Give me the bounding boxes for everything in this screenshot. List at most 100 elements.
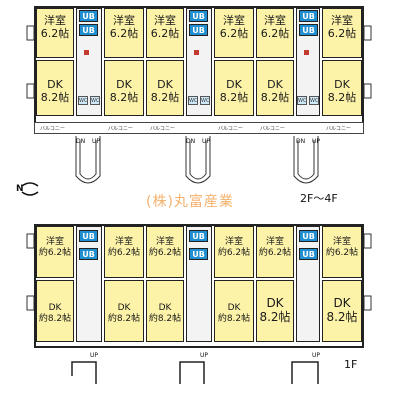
bath-box: UB <box>299 10 318 22</box>
bath-box: UB <box>79 230 98 242</box>
upper-balcony-strip <box>34 122 364 134</box>
room-size: 約6.2帖 <box>217 248 251 258</box>
dk-label: DK <box>48 303 62 313</box>
room-size: 約6.2帖 <box>38 248 72 258</box>
entrance-up-label: UP <box>90 352 99 359</box>
bath-box: UB <box>189 10 208 22</box>
room-label: 洋室 <box>265 237 284 247</box>
wc-box: WC <box>90 96 100 105</box>
bath-box: UB <box>189 230 208 242</box>
balcony-label: バルコニー <box>326 126 351 132</box>
dk-label: DK <box>47 78 63 91</box>
room-label: 洋室 <box>224 237 243 247</box>
lower-core-2 <box>186 226 212 342</box>
upper-floor-plan: 洋室 6.2帖 洋室 6.2帖 洋室 6.2帖 洋室 6.2帖 洋室 6.2帖 … <box>0 0 400 205</box>
lower-dk-3: DK 約8.2帖 <box>146 280 184 342</box>
wc-box: WC <box>297 96 307 105</box>
dk-size: 約8.2帖 <box>107 314 141 324</box>
lower-room-5: 洋室 約6.2帖 <box>256 226 294 278</box>
lower-dk-4: DK 約8.2帖 <box>214 280 254 342</box>
dk-size: 8.2帖 <box>327 91 357 104</box>
upper-dk-3: DK 8.2帖 <box>146 60 184 116</box>
bath-box: UB <box>299 24 318 36</box>
upper-room-3: 洋室 6.2帖 <box>146 8 184 58</box>
lower-core-3 <box>296 226 320 342</box>
lower-floor-plan: 洋室 約6.2帖 洋室 約6.2帖 洋室 約6.2帖 洋室 約6.2帖 洋室 約… <box>0 220 400 400</box>
room-label: 洋室 <box>44 14 66 27</box>
balcony-label: バルコニー <box>260 126 285 132</box>
dk-label: DK <box>333 296 351 310</box>
dk-label: DK <box>157 78 173 91</box>
wc-box: WC <box>188 96 198 105</box>
room-size: 6.2帖 <box>260 27 290 40</box>
room-label: 洋室 <box>154 14 176 27</box>
lower-floor-label: 1F <box>344 358 358 371</box>
room-label: 洋室 <box>332 237 351 247</box>
entrance-up-label: UP <box>200 352 209 359</box>
lower-dk-5: DK 8.2帖 <box>256 280 294 342</box>
room-label: 洋室 <box>264 14 286 27</box>
room-label: 洋室 <box>114 237 133 247</box>
room-label: 洋室 <box>223 14 245 27</box>
upper-room-2: 洋室 6.2帖 <box>104 8 144 58</box>
stair-dn-label: DN <box>186 138 196 145</box>
bath-box: UB <box>189 24 208 36</box>
lower-dk-1: DK 約8.2帖 <box>36 280 74 342</box>
dk-label: DK <box>116 78 132 91</box>
upper-dk-4: DK 8.2帖 <box>214 60 254 116</box>
room-size: 6.2帖 <box>219 27 249 40</box>
upper-room-5: 洋室 6.2帖 <box>256 8 294 58</box>
lower-room-4: 洋室 約6.2帖 <box>214 226 254 278</box>
dk-size: 8.2帖 <box>259 310 291 324</box>
dk-label: DK <box>117 303 131 313</box>
bath-box: UB <box>189 248 208 260</box>
upper-room-4: 洋室 6.2帖 <box>214 8 254 58</box>
room-size: 約6.2帖 <box>258 248 292 258</box>
dk-size: 8.2帖 <box>150 91 180 104</box>
upper-floor-label: 2F～4F <box>300 192 338 205</box>
bath-box: UB <box>299 230 318 242</box>
lower-dk-2: DK 約8.2帖 <box>104 280 144 342</box>
north-label: N <box>16 184 24 194</box>
dk-size: 約8.2帖 <box>217 314 251 324</box>
balcony-label: バルコニー <box>150 126 175 132</box>
room-size: 約6.2帖 <box>325 248 359 258</box>
room-size: 約6.2帖 <box>148 248 182 258</box>
upper-dk-1: DK 8.2帖 <box>36 60 74 116</box>
balcony-label: バルコニー <box>108 126 133 132</box>
lower-room-6: 洋室 約6.2帖 <box>322 226 362 278</box>
bath-box: UB <box>79 24 98 36</box>
bath-box: UB <box>79 248 98 260</box>
room-size: 6.2帖 <box>150 27 180 40</box>
wc-box: WC <box>200 96 210 105</box>
dk-size: 8.2帖 <box>40 91 70 104</box>
stair-dn-label: DN <box>76 138 86 145</box>
bath-box: UB <box>79 10 98 22</box>
room-size: 6.2帖 <box>40 27 70 40</box>
dk-size: 8.2帖 <box>109 91 139 104</box>
dk-size: 約8.2帖 <box>148 314 182 324</box>
dk-label: DK <box>334 78 350 91</box>
room-label: 洋室 <box>113 14 135 27</box>
dk-size: 8.2帖 <box>219 91 249 104</box>
lower-room-3: 洋室 約6.2帖 <box>146 226 184 278</box>
lower-room-2: 洋室 約6.2帖 <box>104 226 144 278</box>
upper-dk-5: DK 8.2帖 <box>256 60 294 116</box>
dk-size: 8.2帖 <box>260 91 290 104</box>
room-size: 6.2帖 <box>109 27 139 40</box>
stair-up-label: UP <box>312 138 321 145</box>
dk-label: DK <box>227 303 241 313</box>
dk-label: DK <box>158 303 172 313</box>
upper-room-6: 洋室 6.2帖 <box>322 8 362 58</box>
upper-dk-2: DK 8.2帖 <box>104 60 144 116</box>
dk-label: DK <box>226 78 242 91</box>
wc-box: WC <box>78 96 88 105</box>
lower-room-1: 洋室 約6.2帖 <box>36 226 74 278</box>
wc-box: WC <box>309 96 319 105</box>
dk-label: DK <box>266 296 284 310</box>
bath-box: UB <box>299 248 318 260</box>
watermark: (株)丸富産業 <box>146 194 234 210</box>
room-label: 洋室 <box>155 237 174 247</box>
room-size: 6.2帖 <box>327 27 357 40</box>
upper-room-1: 洋室 6.2帖 <box>36 8 74 58</box>
